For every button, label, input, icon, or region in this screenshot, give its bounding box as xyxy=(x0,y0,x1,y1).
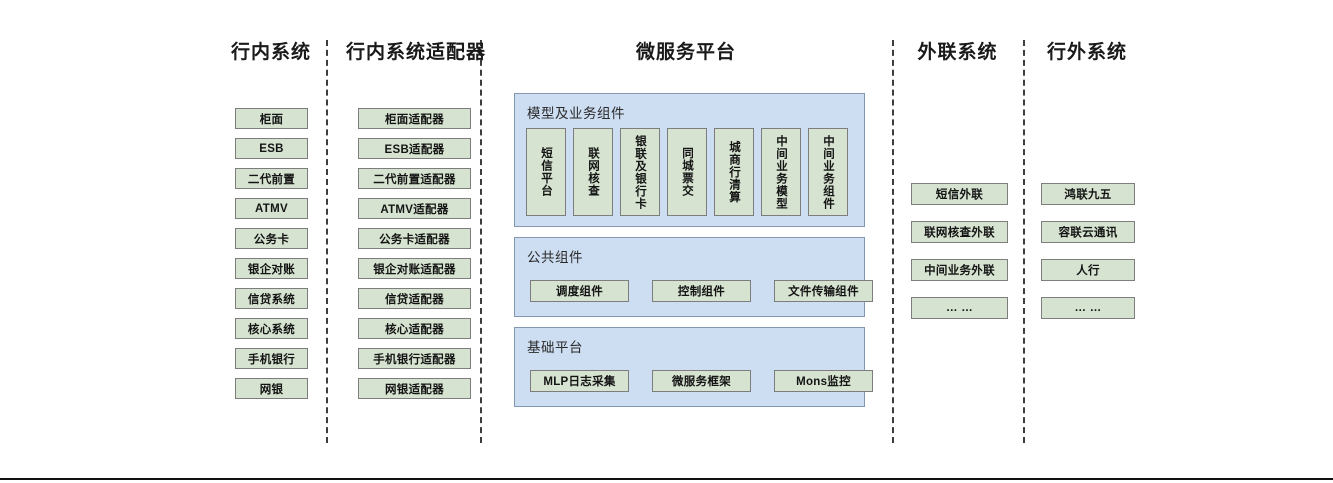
list-item[interactable]: MLP日志采集 xyxy=(530,370,629,392)
list-item[interactable]: 中间业务外联 xyxy=(911,259,1008,281)
list-item[interactable]: 二代前置 xyxy=(235,168,308,189)
common-components-list: 调度组件 控制组件 文件传输组件 xyxy=(530,280,873,302)
list-item[interactable]: 核心系统 xyxy=(235,318,308,339)
panel-title: 基础平台 xyxy=(527,340,583,355)
list-item-label: 同城票交 xyxy=(681,147,693,197)
column-inner-systems: 行内系统 柜面 ESB 二代前置 ATMV 公务卡 银企对账 信贷系统 核心系统… xyxy=(196,40,346,399)
base-platform-list: MLP日志采集 微服务框架 Mons监控 xyxy=(530,370,873,392)
column-outside-systems: 行外系统 鸿联九五 容联云通讯 人行 … … xyxy=(1023,40,1151,319)
outside-systems-list: 鸿联九五 容联云通讯 人行 … … xyxy=(1041,183,1135,319)
list-item[interactable]: 联网核查 xyxy=(573,128,613,216)
column-title-outside-systems: 行外系统 xyxy=(1046,42,1127,63)
list-item[interactable]: 城商行清算 xyxy=(714,128,754,216)
list-item[interactable]: 公务卡适配器 xyxy=(358,228,471,249)
list-item[interactable]: 公务卡 xyxy=(235,228,308,249)
column-title-inner-adapters: 行内系统适配器 xyxy=(346,42,487,63)
column-title-external-link-systems: 外联系统 xyxy=(917,42,998,63)
list-item-label: 中间业务模型 xyxy=(775,134,787,210)
column-external-link-systems: 外联系统 短信外联 联网核查外联 中间业务外联 … … xyxy=(892,40,1023,319)
list-item[interactable]: 手机银行 xyxy=(235,348,308,369)
list-item-label: 中间业务组件 xyxy=(822,134,834,210)
column-inner-adapters: 行内系统适配器 柜面适配器 ESB适配器 二代前置适配器 ATMV适配器 公务卡… xyxy=(346,40,487,399)
column-divider-1 xyxy=(326,40,328,443)
list-item[interactable]: ESB适配器 xyxy=(358,138,471,159)
list-item[interactable]: 调度组件 xyxy=(530,280,629,302)
panel-model-business-components: 模型及业务组件 短信平台 联网核查 银联及银行卡 同城票交 城商行清算 中间业务… xyxy=(514,93,865,227)
list-item[interactable]: 短信平台 xyxy=(526,128,566,216)
list-item[interactable]: 人行 xyxy=(1041,259,1135,281)
list-item[interactable]: 核心适配器 xyxy=(358,318,471,339)
panel-common-components: 公共组件 调度组件 控制组件 文件传输组件 xyxy=(514,237,873,317)
list-item-label: 短信平台 xyxy=(540,147,552,197)
external-link-systems-list: 短信外联 联网核查外联 中间业务外联 … … xyxy=(911,183,1008,319)
model-business-components-list: 短信平台 联网核查 银联及银行卡 同城票交 城商行清算 中间业务模型 中间业务组… xyxy=(526,128,848,216)
list-item-label: 城商行清算 xyxy=(728,140,740,204)
list-item[interactable]: 控制组件 xyxy=(652,280,751,302)
column-title-microservice-platform: 微服务平台 xyxy=(635,42,736,63)
list-item[interactable]: 网银 xyxy=(235,378,308,399)
list-item[interactable]: 信贷适配器 xyxy=(358,288,471,309)
list-item[interactable]: 二代前置适配器 xyxy=(358,168,471,189)
list-item-label: 银联及银行卡 xyxy=(634,134,646,210)
list-item[interactable]: 信贷系统 xyxy=(235,288,308,309)
list-item[interactable]: 中间业务模型 xyxy=(761,128,801,216)
list-item[interactable]: 柜面 xyxy=(235,108,308,129)
list-item[interactable]: 鸿联九五 xyxy=(1041,183,1135,205)
list-item[interactable]: 手机银行适配器 xyxy=(358,348,471,369)
inner-systems-list: 柜面 ESB 二代前置 ATMV 公务卡 银企对账 信贷系统 核心系统 手机银行… xyxy=(235,108,308,399)
list-item-ellipsis[interactable]: … … xyxy=(911,297,1008,319)
list-item[interactable]: 柜面适配器 xyxy=(358,108,471,129)
column-microservice-platform: 微服务平台 模型及业务组件 短信平台 联网核查 银联及银行卡 同城票交 城商行清… xyxy=(480,40,892,407)
bottom-rule xyxy=(0,478,1333,480)
list-item-ellipsis[interactable]: … … xyxy=(1041,297,1135,319)
list-item[interactable]: 微服务框架 xyxy=(652,370,751,392)
list-item[interactable]: ATMV xyxy=(235,198,308,219)
column-divider-2 xyxy=(480,40,482,443)
list-item[interactable]: Mons监控 xyxy=(774,370,873,392)
panel-title: 公共组件 xyxy=(527,250,583,265)
list-item[interactable]: 容联云通讯 xyxy=(1041,221,1135,243)
column-title-inner-systems: 行内系统 xyxy=(230,42,311,63)
list-item[interactable]: 银企对账适配器 xyxy=(358,258,471,279)
panel-base-platform: 基础平台 MLP日志采集 微服务框架 Mons监控 xyxy=(514,327,873,407)
list-item[interactable]: ATMV适配器 xyxy=(358,198,471,219)
list-item[interactable]: 同城票交 xyxy=(667,128,707,216)
list-item[interactable]: 银企对账 xyxy=(235,258,308,279)
list-item[interactable]: 银联及银行卡 xyxy=(620,128,660,216)
list-item[interactable]: ESB xyxy=(235,138,308,159)
list-item[interactable]: 短信外联 xyxy=(911,183,1008,205)
list-item[interactable]: 文件传输组件 xyxy=(774,280,873,302)
list-item[interactable]: 中间业务组件 xyxy=(808,128,848,216)
column-divider-3 xyxy=(892,40,894,443)
list-item[interactable]: 网银适配器 xyxy=(358,378,471,399)
list-item-label: 联网核查 xyxy=(587,147,599,197)
column-divider-4 xyxy=(1023,40,1025,443)
panel-title: 模型及业务组件 xyxy=(527,106,625,121)
inner-adapters-list: 柜面适配器 ESB适配器 二代前置适配器 ATMV适配器 公务卡适配器 银企对账… xyxy=(358,108,471,399)
list-item[interactable]: 联网核查外联 xyxy=(911,221,1008,243)
